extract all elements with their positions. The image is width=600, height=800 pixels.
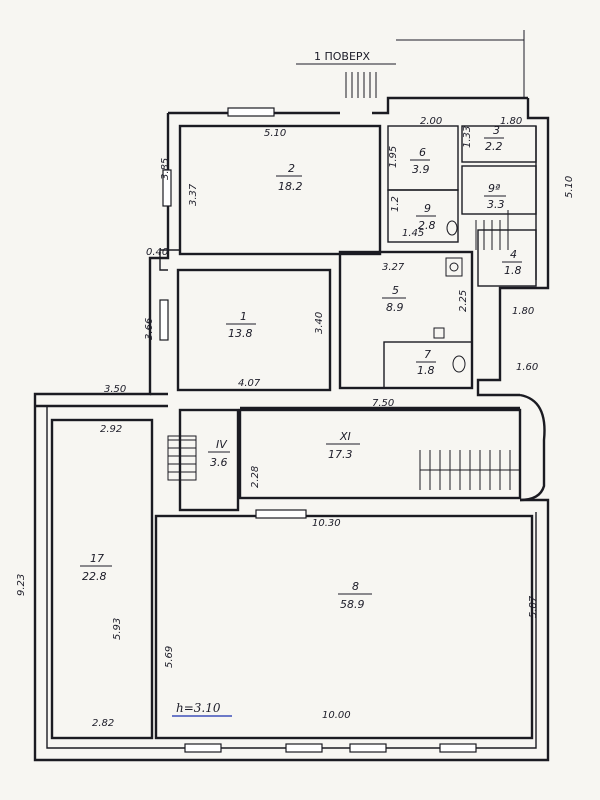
- room-2-label: 2 18.2: [276, 162, 303, 193]
- dimension-label: 1.95: [388, 146, 399, 168]
- dimension-label: 2.25: [458, 290, 469, 312]
- room-xi-label: XI 17.3: [326, 430, 360, 461]
- room-area: 58.9: [340, 598, 365, 611]
- dimension-label: 5.87: [528, 595, 539, 618]
- room-labels: 2 18.2 6 3.9 3 2.2 9ª 3.3 9 2.8 4 1.8: [80, 124, 522, 611]
- room-area: 22.8: [82, 570, 107, 583]
- dimension-label: 2.28: [250, 466, 261, 488]
- room-7-label: 7 1.8: [416, 348, 436, 377]
- entrance-label: 1 ПОВЕРХ: [314, 50, 371, 63]
- stair-xi: [419, 450, 520, 490]
- room-area: 2.8: [418, 219, 436, 232]
- room-5-label: 5 8.9: [382, 284, 406, 314]
- room-number: 7: [424, 348, 431, 361]
- dimension-label: 7.50: [372, 398, 394, 409]
- room-area: 13.8: [228, 327, 253, 340]
- dimension-label: 10.30: [312, 518, 341, 529]
- ceiling-height: h=3.10: [172, 701, 232, 717]
- interior-walls: [35, 124, 537, 740]
- room-number: 17: [90, 552, 104, 565]
- dimension-label: 4.07: [238, 378, 261, 389]
- room-number: 3: [493, 124, 500, 137]
- ceiling-height-label: h=3.10: [176, 701, 221, 715]
- dimension-label: 2.00: [420, 116, 442, 127]
- room-area: 17.3: [328, 448, 353, 461]
- dimension-label: 0.40: [146, 247, 168, 258]
- room-number: 2: [288, 162, 295, 175]
- room-number: 8: [352, 580, 359, 593]
- stair-iv: [167, 435, 197, 481]
- room-iv-label: IV 3.6: [208, 438, 230, 469]
- dimension-label: 1.45: [402, 228, 424, 239]
- dimension-label: 3.50: [104, 384, 126, 395]
- room-6-label: 6 3.9: [410, 146, 430, 176]
- room-area: 1.8: [417, 364, 435, 377]
- windows: [159, 107, 477, 753]
- dimension-label: 2.82: [92, 718, 114, 729]
- dimension-label: 3.85: [160, 158, 171, 180]
- dimension-label: 3.37: [188, 183, 199, 206]
- room-number: 6: [419, 146, 426, 159]
- dimension-label: 5.10: [264, 128, 286, 139]
- entrance-marker: 1 ПОВЕРХ: [296, 30, 525, 98]
- dimension-label: 3.66: [144, 318, 155, 340]
- dimension-label: 3.40: [314, 312, 325, 334]
- dimension-label: 1.33: [462, 126, 473, 148]
- room-number: 9ª: [488, 182, 500, 195]
- dimension-label: 5.10: [564, 176, 575, 198]
- room-number: 1: [240, 310, 247, 323]
- room-8-label: 8 58.9: [338, 580, 372, 611]
- stair-9a: [475, 210, 509, 250]
- dimension-label: 1.80: [500, 116, 522, 127]
- room-area: 3.6: [210, 456, 228, 469]
- dimension-label: 1.80: [512, 306, 534, 317]
- room-area: 3.9: [412, 163, 430, 176]
- room-area: 18.2: [278, 180, 303, 193]
- dimension-label: 1.2: [390, 196, 401, 212]
- room-number: 4: [510, 248, 517, 261]
- room-number: XI: [339, 430, 351, 443]
- dimension-label: 10.00: [322, 710, 351, 721]
- dimension-label: 5.69: [164, 646, 175, 668]
- room-number: 5: [392, 284, 399, 297]
- dimension-labels: 5.10 2.00 1.80 3.85 3.37 1.95 1.33 5.10 …: [16, 116, 575, 729]
- room-1-label: 1 13.8: [226, 310, 256, 340]
- room-area: 1.8: [504, 264, 522, 277]
- room-area: 2.2: [485, 140, 503, 153]
- room-area: 8.9: [386, 301, 404, 314]
- room-9a-label: 9ª 3.3: [484, 182, 506, 211]
- room-number: 9: [424, 202, 431, 215]
- dimension-label: 3.27: [382, 262, 405, 273]
- fixtures: [433, 220, 466, 373]
- dimension-label: 2.92: [100, 424, 122, 435]
- room-4-label: 4 1.8: [502, 248, 522, 277]
- room-9-label: 9 2.8: [416, 202, 436, 232]
- entrance-stairs: [345, 72, 377, 98]
- room-17-label: 17 22.8: [80, 552, 112, 583]
- dimension-label: 5.93: [112, 618, 123, 640]
- room-number: IV: [216, 438, 228, 451]
- dimension-label: 9.23: [16, 574, 27, 596]
- room-3-label: 3 2.2: [484, 124, 504, 153]
- room-area: 3.3: [487, 198, 505, 211]
- dimension-label: 1.60: [516, 362, 538, 373]
